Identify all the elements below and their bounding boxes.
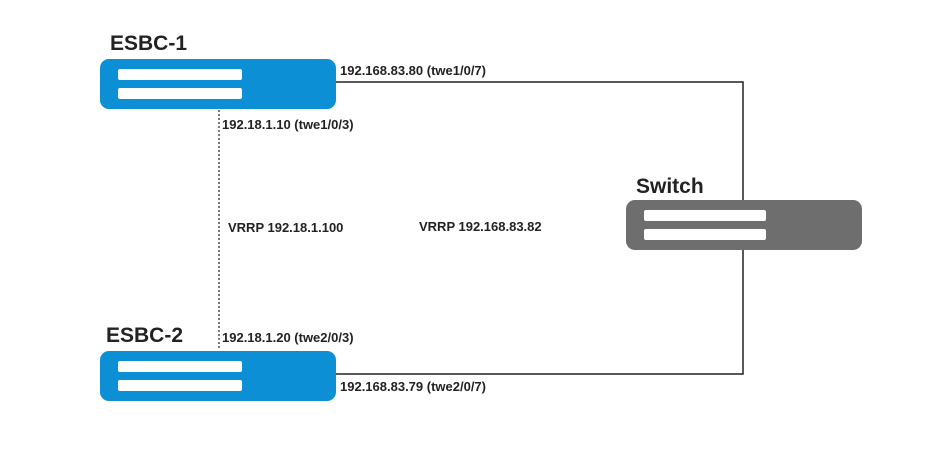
esbc2-sync-label: 192.18.1.20 (twe2/0/3) bbox=[222, 330, 354, 345]
esbc2-port-bar bbox=[118, 380, 242, 391]
esbc2-title: ESBC-2 bbox=[106, 324, 184, 347]
esbc1-sync-label: 192.18.1.10 (twe1/0/3) bbox=[222, 117, 354, 132]
switch-device bbox=[626, 200, 862, 250]
esbc2-uplink-label: 192.168.83.79 (twe2/0/7) bbox=[340, 379, 486, 394]
esbc1-device bbox=[100, 59, 336, 109]
esbc2-device bbox=[100, 351, 336, 401]
esbc1-switch-link bbox=[336, 81, 744, 200]
vrrp-uplink-label: VRRP 192.168.83.82 bbox=[419, 219, 542, 234]
switch-port-bar bbox=[644, 210, 766, 221]
switch-title: Switch bbox=[636, 175, 704, 198]
esbc2-port-bar bbox=[118, 361, 242, 372]
esbc1-uplink-label: 192.168.83.80 (twe1/0/7) bbox=[340, 63, 486, 78]
esbc1-title: ESBC-1 bbox=[110, 32, 188, 55]
esbc1-port-bar bbox=[118, 88, 242, 99]
esbc2-switch-link bbox=[336, 250, 744, 375]
vrrp-sync-label: VRRP 192.18.1.100 bbox=[228, 220, 344, 235]
esbc1-port-bar bbox=[118, 69, 242, 80]
switch-port-bar bbox=[644, 229, 766, 240]
